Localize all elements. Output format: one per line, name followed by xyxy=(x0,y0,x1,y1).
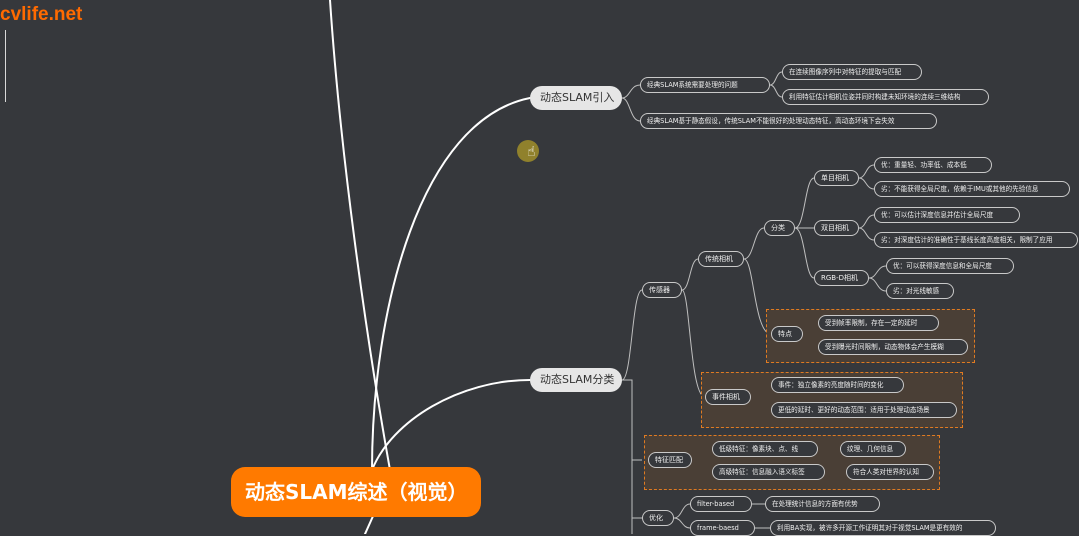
node-event-camera[interactable]: 事件相机 xyxy=(705,389,751,405)
node-feature[interactable]: 特点 xyxy=(771,326,803,342)
node-rgbd-camera[interactable]: RGB-D相机 xyxy=(814,270,869,286)
node-stereo-camera[interactable]: 双目相机 xyxy=(814,220,859,236)
node-feature-extraction[interactable]: 在连续图像序列中对特征的提取与匹配 xyxy=(782,64,922,80)
branch-dynamic-slam-intro[interactable]: 动态SLAM引入 xyxy=(530,86,622,110)
node-pose-estimation[interactable]: 利用特征估计相机位姿并同时构建未知环境的连续三维结构 xyxy=(782,89,989,105)
root-node[interactable]: 动态SLAM综述（视觉） xyxy=(231,467,481,517)
node-low-level-feature[interactable]: 低级特征：像素块、点、线 xyxy=(712,441,818,457)
cursor-highlight xyxy=(517,140,539,162)
node-feature-match[interactable]: 特征匹配 xyxy=(648,452,692,468)
left-edge-branch xyxy=(5,30,6,102)
node-category[interactable]: 分类 xyxy=(764,220,795,236)
node-high-level-feature[interactable]: 高级特征：信息融入语义标签 xyxy=(712,464,825,480)
node-mono-camera[interactable]: 单目相机 xyxy=(814,170,859,186)
node-rgbd-con[interactable]: 劣：对光线敏感 xyxy=(886,283,954,299)
node-exposure-blur[interactable]: 受到曝光时间限制，动态物体会产生模糊 xyxy=(818,339,968,355)
watermark: cvlife.net xyxy=(0,4,83,25)
node-traditional-camera[interactable]: 传统相机 xyxy=(698,251,744,267)
node-event-definition[interactable]: 事件：独立像素的亮度随时间的变化 xyxy=(771,377,904,393)
node-static-assumption[interactable]: 经典SLAM基于静态假设，传统SLAM不能很好的处理动态特征，高动态环境下会失效 xyxy=(640,113,937,129)
node-mono-con[interactable]: 劣：不能获得全局尺度，依赖于IMU或其他的先验信息 xyxy=(874,181,1070,197)
node-sensor[interactable]: 传感器 xyxy=(642,282,682,298)
node-human-cognition[interactable]: 符合人类对世界的认知 xyxy=(846,464,934,480)
node-filter-advantage[interactable]: 在处理统计信息的方面有优势 xyxy=(765,496,880,512)
node-mono-pro[interactable]: 优：重量轻、功率低、成本低 xyxy=(874,157,992,173)
hand-cursor-icon: ☝ xyxy=(527,144,536,160)
branch-dynamic-slam-classification[interactable]: 动态SLAM分类 xyxy=(530,368,622,392)
node-filter-based[interactable]: filter-based xyxy=(690,496,752,512)
node-optimization[interactable]: 优化 xyxy=(642,510,674,526)
node-texture-geometry[interactable]: 纹理、几何信息 xyxy=(840,441,906,457)
node-frame-rate-limit[interactable]: 受到帧率限制，存在一定的延时 xyxy=(818,315,939,331)
node-rgbd-pro[interactable]: 优：可以获得深度信息和全局尺度 xyxy=(886,258,1014,274)
node-stereo-pro[interactable]: 优：可以估计深度信息并估计全局尺度 xyxy=(874,207,1020,223)
node-classic-slam-problems[interactable]: 经典SLAM系统需要处理的问题 xyxy=(640,77,770,93)
node-stereo-con[interactable]: 劣：对深度估计的准确性于基线长度高度相关，限制了应用 xyxy=(874,232,1078,248)
node-event-advantages[interactable]: 更低的延时、更好的动态范围：适用于处理动态场景 xyxy=(771,402,957,418)
